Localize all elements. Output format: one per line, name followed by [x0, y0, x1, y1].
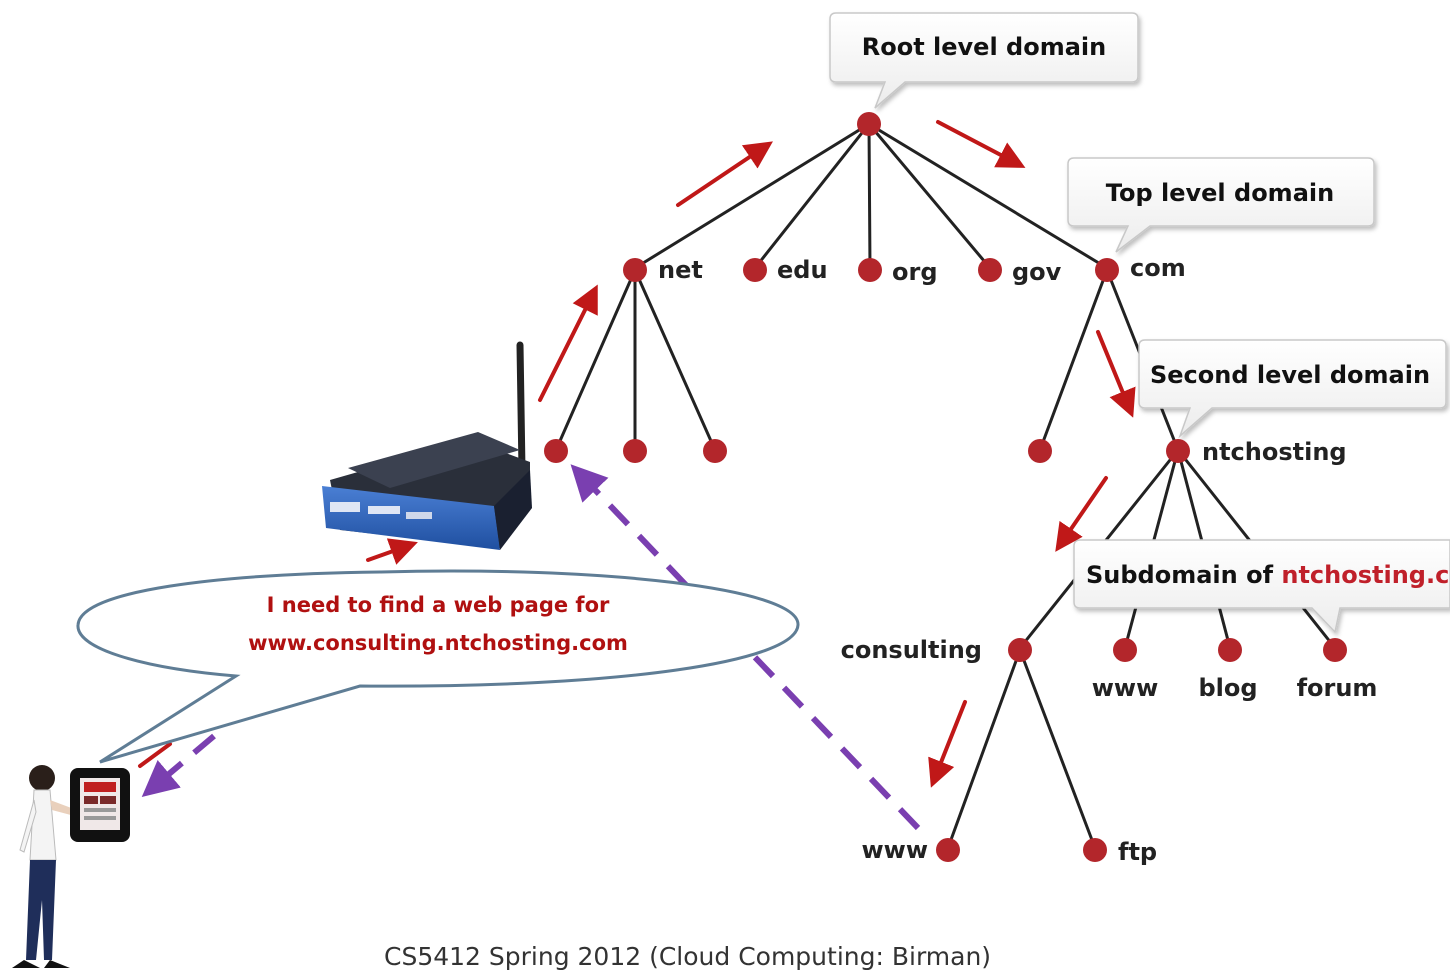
edge-net-child1: [554, 268, 637, 452]
callout-subdomain-prefix: Subdomain of: [1086, 561, 1281, 589]
edge-root-com: [867, 122, 1109, 270]
callout-second-level: [1138, 339, 1447, 439]
node-root: [857, 112, 881, 136]
footer-caption: CS5412 Spring 2012 (Cloud Computing: Bir…: [384, 942, 992, 971]
arrow-net-to-root: [676, 141, 773, 207]
arrow-router-to-net: [538, 284, 598, 402]
label-forum: forum: [1297, 674, 1378, 702]
edge-root-edu: [753, 122, 871, 270]
node-blog: [1218, 638, 1242, 662]
node-net-child2: [623, 439, 647, 463]
node-www-sub: [1113, 638, 1137, 662]
callout-subdomain-text: Subdomain of ntchosting.com: [1086, 561, 1450, 589]
label-www-sub: www: [1092, 674, 1159, 702]
node-net-child3: [703, 439, 727, 463]
callout-top-text: Top level domain: [1106, 179, 1334, 207]
callout-second-text: Second level domain: [1150, 361, 1430, 389]
tree-nodes: [544, 112, 1347, 862]
node-com: [1095, 258, 1119, 282]
edge-consulting-ftp: [1018, 648, 1097, 850]
arrow-com-to-ntchosting: [1096, 330, 1136, 418]
label-com: com: [1130, 254, 1186, 282]
node-net: [623, 258, 647, 282]
speech-bubble-line2: www.consulting.ntchosting.com: [248, 631, 628, 655]
edge-consulting-www: [946, 648, 1022, 850]
response-arrows: [141, 464, 921, 831]
label-ftp: ftp: [1118, 838, 1157, 866]
node-consulting: [1008, 638, 1032, 662]
node-ntchosting: [1166, 439, 1190, 463]
node-www-leaf: [936, 838, 960, 862]
edge-root-org: [867, 122, 872, 270]
arrow-ntchosting-to-consulting: [1055, 476, 1108, 552]
tree-edges: [554, 122, 1337, 850]
label-org: org: [892, 258, 938, 286]
label-gov: gov: [1012, 258, 1062, 286]
label-consulting: consulting: [841, 636, 982, 664]
label-www-leaf: www: [861, 836, 928, 864]
tablet-device: [70, 768, 130, 842]
label-edu: edu: [777, 256, 828, 284]
speech-bubble: [76, 569, 800, 764]
label-blog: blog: [1198, 674, 1257, 702]
node-ftp: [1083, 838, 1107, 862]
node-gov: [978, 258, 1002, 282]
callout-top-level: [1067, 157, 1375, 253]
arrow-root-to-com: [936, 120, 1026, 168]
callout-root-level: [829, 12, 1139, 109]
edge-com-child: [1038, 268, 1109, 452]
edge-root-net: [633, 122, 871, 270]
node-forum: [1323, 638, 1347, 662]
node-com-child: [1028, 439, 1052, 463]
arrow-user-to-router: [366, 538, 418, 565]
speech-bubble-line1: I need to find a web page for: [267, 593, 610, 617]
label-net: net: [658, 256, 703, 284]
arrow-consulting-to-www: [928, 700, 967, 788]
callout-subdomain-highlight: ntchosting.com: [1281, 561, 1450, 589]
edge-root-gov: [867, 122, 992, 270]
query-arrows: [138, 120, 1136, 788]
router-image: [322, 341, 532, 550]
arrow-resolver-to-user: [141, 733, 216, 797]
label-ntchosting: ntchosting: [1202, 438, 1347, 466]
edge-net-child3: [633, 268, 717, 452]
node-org: [858, 258, 882, 282]
node-edu: [743, 258, 767, 282]
node-net-child1: [544, 439, 568, 463]
callout-root-text: Root level domain: [862, 33, 1106, 61]
